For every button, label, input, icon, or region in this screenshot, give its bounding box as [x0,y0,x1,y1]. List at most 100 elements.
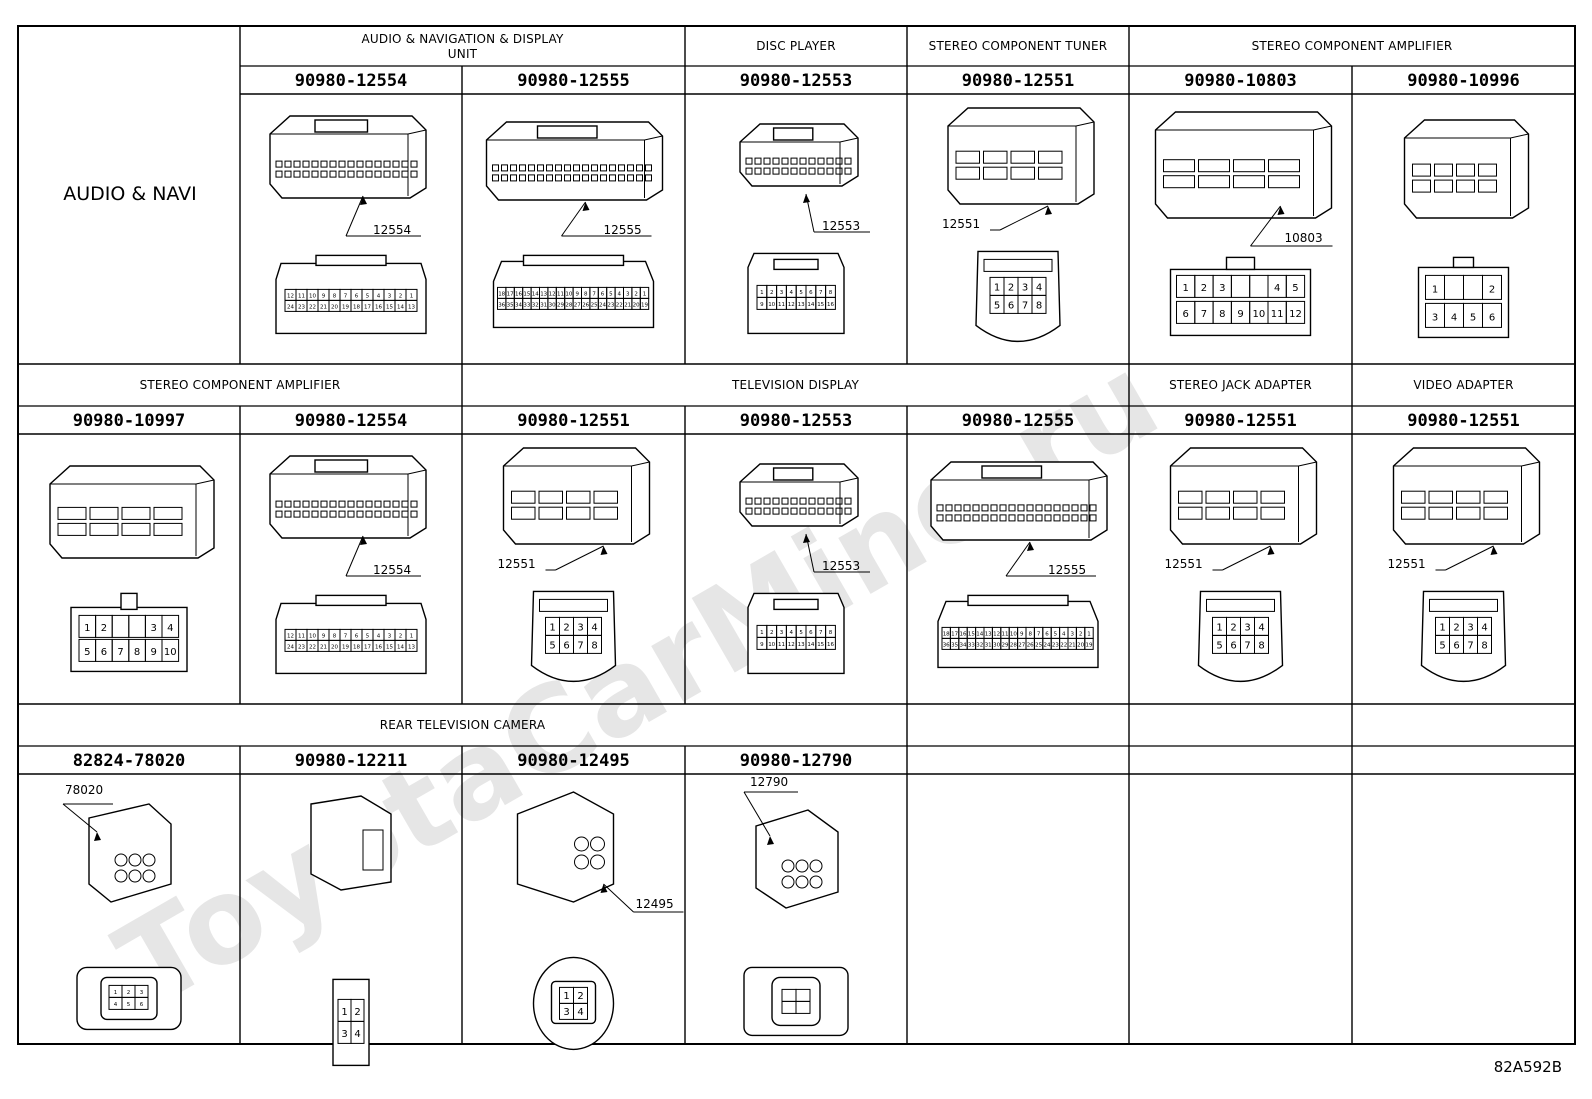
pin-label: 25 [591,302,598,308]
table-grid-lines [17,25,1576,1045]
pin-label: 1 [563,991,569,1002]
callout-label: 12555 [1048,563,1086,577]
part-number: 90980-12551 [517,411,630,431]
pin-label: 7 [577,640,583,651]
pin-label: 4 [591,622,597,633]
pin-label: 30 [993,642,1000,648]
pin-label: 25 [1035,642,1042,648]
pin-label: 7 [592,291,596,297]
pin-label: 5 [799,290,803,296]
pin-label: 18 [353,644,360,650]
pin-label: 6 [601,291,605,297]
callout-label: 10803 [1285,231,1323,245]
callout-label: 12790 [750,775,788,789]
pin-label: 19 [1086,642,1093,648]
pin-label: 2 [127,990,131,996]
pin-label: 4 [354,1029,360,1040]
pin-label: 10 [768,302,775,308]
pin-label: 2 [1079,631,1083,637]
pin-label: 22 [309,304,316,310]
pin-label: 21 [624,302,631,308]
pin-label: 7 [819,290,823,296]
pin-label: 31 [985,642,992,648]
pin-label: 9 [151,647,157,658]
pin-label: 35 [951,642,958,648]
pin-label: 8 [1481,640,1487,651]
diagram-code: 82A592B [1494,1058,1562,1076]
pin-label: 6 [563,640,569,651]
pin-label: 5 [799,630,803,636]
pin-label: 2 [1489,285,1495,296]
pin-label: 2 [770,290,774,296]
pin-label: 10 [1010,631,1017,637]
pin-label: 29 [1002,642,1009,648]
pin-label: 23 [298,304,305,310]
pin-label: 8 [591,640,597,651]
pin-label: 33 [523,302,530,308]
pin-label: 9 [1237,309,1243,320]
pin-label: 26 [1027,642,1034,648]
pin-label: 15 [968,631,975,637]
pin-label: 8 [134,647,140,658]
pin-label: 18 [498,291,505,297]
pin-label: 16 [827,302,834,308]
pin-label: 11 [1271,309,1284,320]
pin-label: 7 [117,647,123,658]
pin-label: 4 [167,623,173,634]
pin-label: 4 [114,1002,118,1008]
callout-label: 12553 [822,219,860,233]
pin-label: 15 [817,302,824,308]
pin-label: 5 [1439,640,1445,651]
pin-label: 24 [1044,642,1051,648]
pin-label: 16 [515,291,522,297]
pin-label: 16 [827,642,834,648]
pin-label: 3 [577,622,583,633]
pin-label: 8 [1258,640,1264,651]
pin-label: 18 [943,631,950,637]
pin-label: 5 [84,647,90,658]
pin-label: 3 [140,990,144,996]
pin-label: 9 [322,293,326,299]
pin-label: 8 [1036,300,1042,311]
pin-label: 14 [532,291,539,297]
pin-label: 15 [817,642,824,648]
pin-label: 5 [609,291,613,297]
section-label-line2: UNIT [448,47,478,61]
pin-label: 2 [577,991,583,1002]
pin-label: 13 [408,304,415,310]
pin-label: 14 [976,631,983,637]
pin-label: 6 [140,1002,144,1008]
pin-label: 22 [309,644,316,650]
pin-label: 9 [1020,631,1024,637]
pin-label: 32 [976,642,983,648]
pin-label: 23 [607,302,614,308]
pin-label: 4 [377,633,381,639]
pin-label: 1 [760,290,764,296]
pin-label: 6 [1230,640,1236,651]
pin-label: 1 [1432,285,1438,296]
pin-label: 13 [540,291,547,297]
callout-label: 12553 [822,559,860,573]
part-number: 90980-12211 [295,751,408,771]
pin-label: 19 [342,644,349,650]
pin-label: 11 [298,293,305,299]
pin-label: 1 [1182,283,1188,294]
pin-label: 13 [408,644,415,650]
pin-label: 1 [341,1007,347,1018]
pin-label: 5 [1216,640,1222,651]
pin-label: 9 [576,291,580,297]
pin-label: 12 [788,642,795,648]
section-label: REAR TELEVISION CAMERA [380,718,546,732]
pin-label: 2 [1453,622,1459,633]
pin-label: 17 [364,644,371,650]
pin-label: 8 [1219,309,1225,320]
